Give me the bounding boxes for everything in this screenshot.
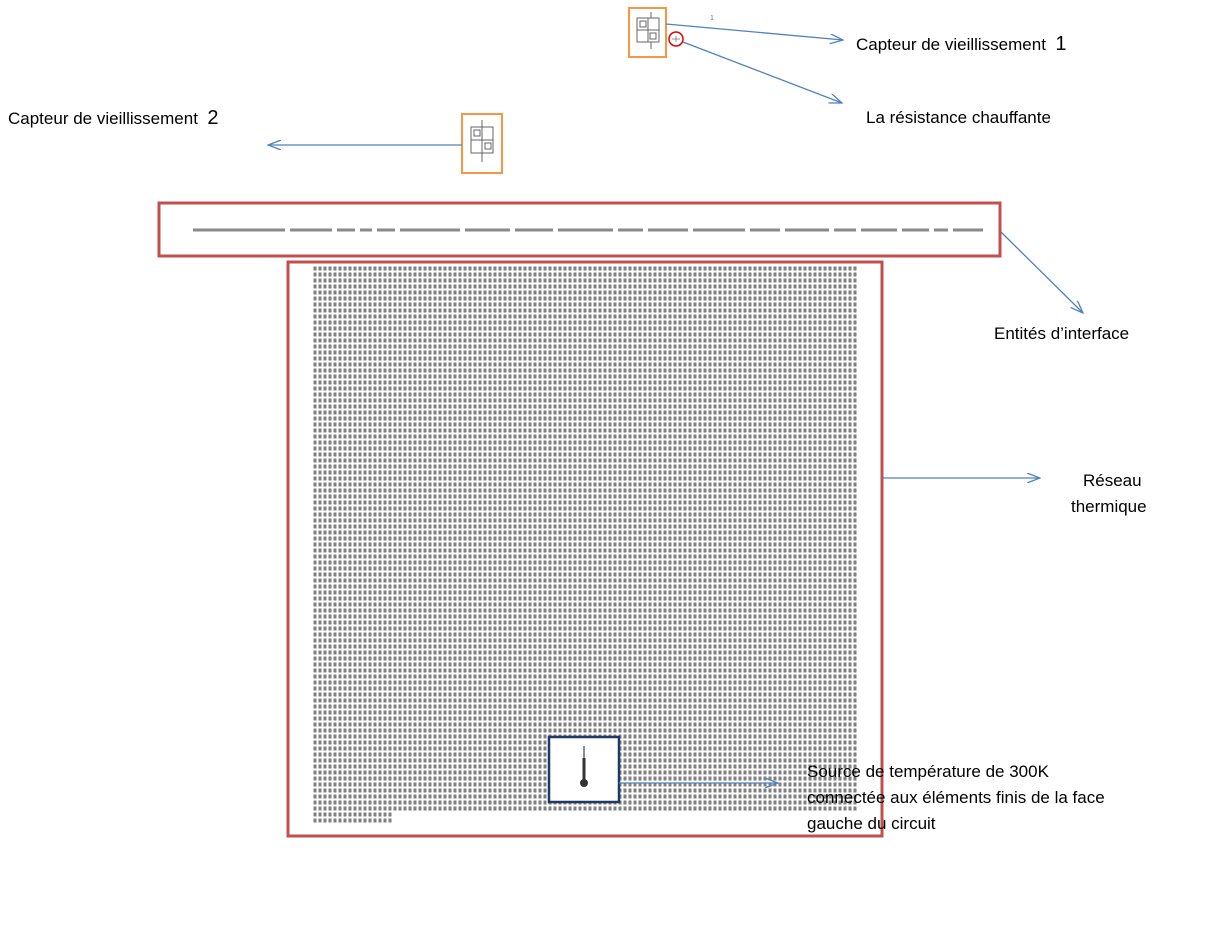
sensor-block-icon [470,120,494,162]
interface-entities-frame [157,201,1002,258]
label-aging-sensor-1: Capteur de vieillissement 1 [856,33,1067,55]
label-aging-sensor-2-number: 2 [207,107,219,129]
temperature-source-block [547,735,621,804]
arrow-sensor-1 [665,23,843,40]
aging-sensor-1-block: 1 [628,7,714,58]
aging-sensor-2-block [461,113,503,174]
label-temperature-source-line3: gauche du circuit [807,814,936,833]
label-aging-sensor-2: Capteur de vieillissement 2 [8,107,219,129]
label-temperature-source-line1: Source de température de 300K [807,762,1049,781]
thermal-grid [313,266,858,811]
label-thermal-network-line2: thermique [1071,497,1147,516]
svg-text:1: 1 [710,15,714,22]
sensor-block-icon [636,12,660,49]
annotation-arrows [268,23,1083,783]
arrow-heater [682,41,842,103]
label-heater: La résistance chauffante [866,108,1051,127]
label-temperature-source-line2: connectée aux éléments finis de la face [807,788,1105,807]
label-aging-sensor-1-number: 1 [1055,33,1067,55]
thermometer-icon [580,746,588,787]
label-interface-entities: Entités d’interface [994,324,1130,343]
label-thermal-network-line1: Réseau [1083,471,1142,490]
arrow-interface [1000,231,1083,313]
thermal-grid-tail [313,811,393,823]
